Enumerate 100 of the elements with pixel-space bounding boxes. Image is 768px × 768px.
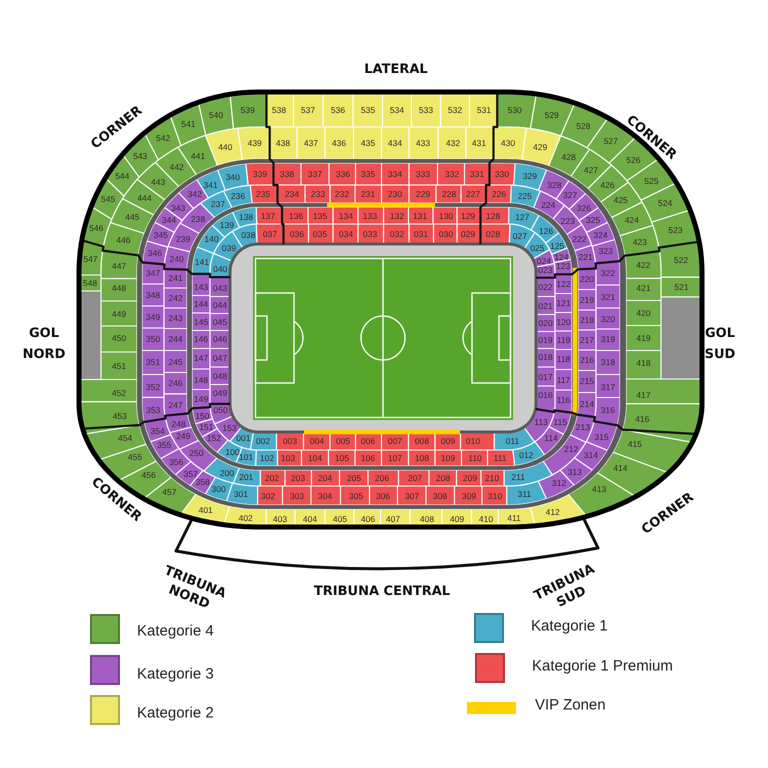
- legend-label: Kategorie 4: [137, 624, 214, 638]
- section-number: 037: [262, 230, 278, 238]
- section-number: 136: [288, 211, 304, 220]
- section-number: 314: [584, 450, 598, 460]
- section-number: 352: [146, 382, 160, 392]
- section-number: 126: [538, 226, 554, 236]
- section-number: 300: [212, 484, 226, 494]
- section-number: 305: [348, 491, 364, 500]
- section-number: 401: [198, 506, 213, 514]
- section-number: 012: [519, 450, 534, 460]
- section-number: 118: [556, 354, 570, 364]
- section-number: 206: [374, 474, 390, 482]
- section-number: 153: [222, 424, 237, 433]
- legend-label: VIP Zonen: [535, 698, 606, 712]
- section-number: 334: [388, 170, 402, 178]
- section-number: 231: [360, 190, 376, 198]
- section-number: 342: [188, 189, 202, 198]
- section-number: 134: [338, 211, 354, 220]
- section-number: 347: [146, 268, 160, 278]
- section-number: 031: [414, 230, 428, 238]
- section-number: 202: [264, 474, 280, 482]
- section-number: 104: [308, 454, 322, 462]
- section-number: 207: [408, 474, 422, 482]
- section-number: 039: [222, 243, 236, 252]
- section-number: 238: [190, 214, 206, 223]
- section-number: 546: [89, 224, 104, 232]
- section-number: 220: [580, 274, 594, 284]
- section-number: 328: [547, 180, 562, 190]
- section-number: 535: [360, 105, 376, 114]
- section-number: 140: [204, 235, 219, 244]
- section-number: 019: [538, 336, 553, 344]
- section-number: 426: [600, 180, 615, 189]
- section-number: 248: [172, 420, 186, 428]
- section-number: 441: [190, 151, 206, 160]
- section-number: 303: [290, 491, 304, 500]
- section-number: 408: [420, 514, 434, 523]
- section-number: 332: [444, 170, 460, 178]
- section-number: 431: [472, 138, 486, 148]
- section-number: 122: [556, 280, 571, 288]
- section-number: 452: [112, 388, 126, 398]
- section-number: 437: [304, 138, 318, 148]
- section-number: 021: [538, 302, 553, 310]
- section-number: 225: [518, 192, 532, 200]
- section-number: 046: [212, 334, 228, 344]
- section-number: 302: [260, 491, 276, 500]
- section-number: 454: [118, 434, 132, 442]
- section-number: 402: [238, 514, 253, 522]
- section-number: 205: [346, 474, 362, 482]
- section-number: 020: [538, 318, 553, 328]
- section-number: 222: [572, 234, 587, 244]
- section-number: 203: [290, 474, 306, 482]
- section-number: 001: [236, 434, 250, 442]
- section-number: 327: [563, 190, 578, 200]
- section-number: 147: [194, 354, 208, 362]
- section-number: 023: [538, 266, 552, 274]
- section-number: 522: [674, 256, 688, 264]
- section-number: 434: [388, 138, 402, 148]
- section-number: 103: [280, 454, 296, 462]
- section-number: 526: [626, 155, 640, 164]
- section-number: 115: [554, 418, 568, 426]
- section-number: 108: [414, 454, 430, 462]
- section-number: 102: [260, 454, 274, 462]
- section-number: 120: [556, 318, 571, 326]
- section-number: 534: [390, 105, 404, 114]
- section-number: 423: [632, 238, 647, 246]
- section-number: 337: [308, 170, 322, 178]
- section-number: 353: [146, 405, 160, 414]
- section-number: 029: [460, 230, 476, 238]
- section-number: 318: [600, 358, 616, 366]
- section-number: 420: [636, 308, 651, 318]
- section-number: 214: [580, 400, 594, 408]
- section-number: 349: [146, 312, 160, 322]
- section-number: 350: [146, 334, 160, 344]
- section-number: 456: [142, 470, 156, 479]
- section-number: 539: [240, 106, 255, 114]
- section-number: 444: [137, 193, 152, 202]
- section-number: 223: [560, 216, 575, 226]
- section-number: 418: [636, 358, 651, 368]
- section-number: 218: [580, 316, 594, 324]
- section-number: 356: [169, 457, 184, 466]
- section-number: 107: [388, 454, 402, 462]
- section-number: 049: [212, 388, 228, 398]
- section-number: 149: [194, 394, 208, 404]
- section-number: 022: [538, 282, 553, 292]
- section-number: 241: [168, 274, 183, 282]
- section-number: 424: [624, 215, 639, 224]
- section-number: 148: [194, 376, 208, 384]
- section-number: 428: [562, 152, 576, 161]
- section-number: 017: [538, 372, 553, 382]
- section-number: 421: [636, 284, 651, 292]
- section-number: 135: [312, 211, 328, 220]
- section-number: 357: [184, 470, 198, 478]
- section-number: 453: [112, 412, 127, 420]
- section-number: 531: [476, 105, 492, 114]
- section-number: 346: [148, 249, 162, 258]
- section-number: 024: [536, 256, 551, 266]
- section-number: 128: [486, 211, 500, 220]
- section-number: 532: [448, 105, 462, 114]
- section-number: 324: [593, 230, 608, 239]
- section-number: 208: [436, 474, 450, 482]
